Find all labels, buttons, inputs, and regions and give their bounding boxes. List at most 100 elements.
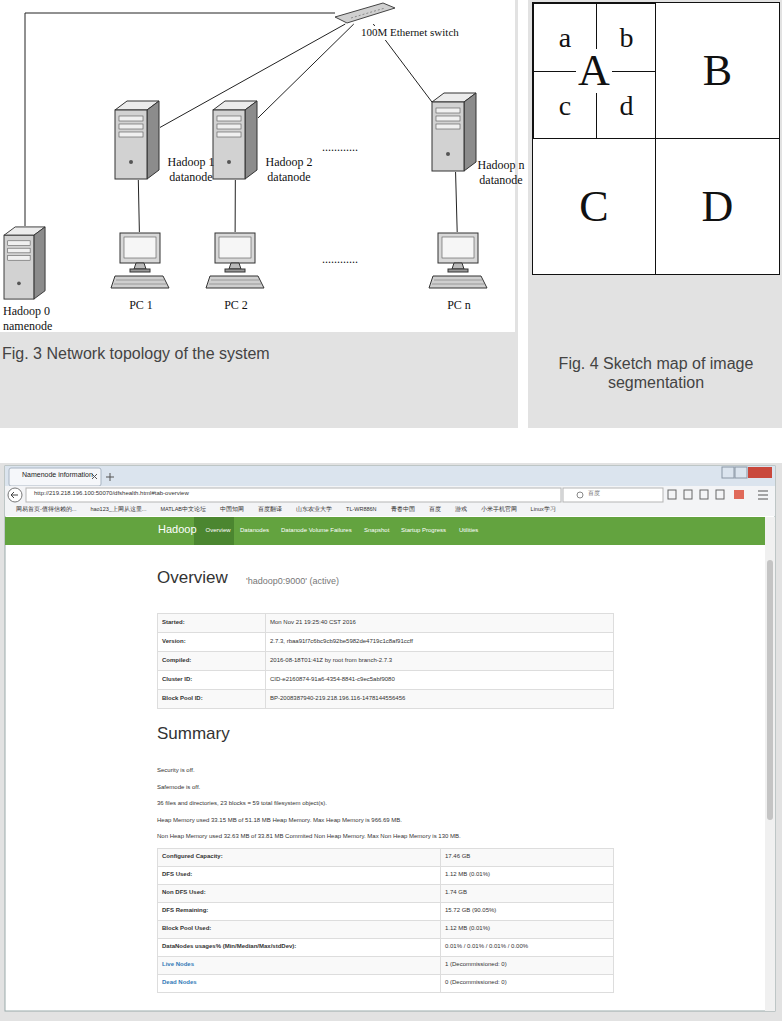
back-button xyxy=(8,488,22,502)
toolbar-icon xyxy=(684,490,692,499)
server-part xyxy=(245,101,257,179)
image-region: B xyxy=(655,2,780,139)
address-row xyxy=(5,486,775,504)
summary-line: 36 files and directories, 23 blocks = 59… xyxy=(157,800,327,807)
pc-part xyxy=(206,276,264,288)
pc-part xyxy=(124,237,156,258)
switch-part xyxy=(335,3,395,23)
region-letter: b xyxy=(618,24,636,52)
table-stripe xyxy=(158,690,613,708)
server-part xyxy=(213,110,245,179)
summary-line: Safemode is off. xyxy=(157,784,200,791)
namenode-server: Hadoop 0 namenode xyxy=(4,226,46,300)
datanode-server: Hadoop 2 datanode xyxy=(213,100,258,180)
table-key: Started: xyxy=(162,619,185,626)
ellipsis: ............ xyxy=(322,140,358,154)
window-button xyxy=(735,467,747,478)
info-table xyxy=(158,614,614,709)
region-letter: A xyxy=(576,49,612,93)
nav-bar xyxy=(5,517,765,545)
server-part xyxy=(432,102,464,171)
tab-title: Namenode information xyxy=(22,471,93,479)
server-part xyxy=(115,110,147,179)
table-value: 1.74 GB xyxy=(445,889,467,896)
table-value: 1.12 MB (0.01%) xyxy=(445,871,490,878)
status-text: 'hadoop0:9000' (active) xyxy=(246,576,339,587)
scrollbar xyxy=(765,517,775,1011)
network-link xyxy=(25,13,335,226)
url-text: http://219.218.196.100:50070/dfshealth.h… xyxy=(34,490,189,497)
region-letter: D xyxy=(700,185,736,229)
datanode-server: Hadoop 1 datanode xyxy=(115,100,160,180)
toolbar-icon xyxy=(668,490,676,499)
bookmark: 百度 xyxy=(429,506,441,513)
server-part xyxy=(119,132,143,137)
table-key: Block Pool Used: xyxy=(162,925,211,932)
table-stripe xyxy=(158,921,613,938)
node-label: PC n xyxy=(418,298,500,313)
search-field xyxy=(563,488,663,502)
server-icon xyxy=(4,226,46,300)
node-label: Hadoop 2 datanode xyxy=(257,155,321,185)
table-key: DFS Used: xyxy=(162,871,192,878)
server-part xyxy=(8,256,30,261)
pc-part xyxy=(229,263,241,269)
pc-part xyxy=(452,263,464,269)
image-region: C xyxy=(532,138,656,275)
network-link xyxy=(138,180,139,232)
pc-part xyxy=(134,263,146,269)
pc-part xyxy=(130,269,150,272)
region-letter: d xyxy=(618,92,636,120)
summary-line: Security is off. xyxy=(157,767,195,774)
pc-part xyxy=(209,280,261,284)
nav-item: Utilities xyxy=(459,527,478,534)
image-region: Aabcd xyxy=(532,2,656,139)
section-heading: Summary xyxy=(157,724,230,744)
table-key: Block Pool ID: xyxy=(162,695,203,702)
server-part xyxy=(436,116,460,121)
nav-item: Datanodes xyxy=(240,527,269,534)
bookmark: hao123_上网从这里... xyxy=(90,506,146,513)
table-value: 2016-08-18T01:41Z by root from branch-2.… xyxy=(270,657,392,664)
table-key: Compiled: xyxy=(162,657,191,664)
pc-part xyxy=(225,269,245,272)
server-part xyxy=(217,124,241,129)
switch-icon xyxy=(335,2,395,24)
pc-part xyxy=(215,233,255,263)
pc-part xyxy=(120,233,160,263)
image-region: D xyxy=(655,138,780,275)
menu-icon xyxy=(758,491,768,499)
table-value: 0 (Decommissioned: 0) xyxy=(445,979,507,986)
region-letter: B xyxy=(701,49,734,93)
window-close xyxy=(748,467,772,478)
bookmark: 中国知网 xyxy=(220,506,244,513)
nav-item: Overview xyxy=(206,527,231,534)
figure-ground xyxy=(0,0,515,332)
figure-caption: Fig. 3 Network topology of the system xyxy=(2,344,270,363)
network-link xyxy=(235,180,236,232)
pc-part xyxy=(438,233,478,263)
section-heading: Overview xyxy=(157,568,228,588)
server-part xyxy=(119,116,143,121)
client-pc: PC 2 xyxy=(205,232,265,292)
browser-window xyxy=(5,466,775,1011)
summary-table xyxy=(158,849,614,993)
search-hint: 百度 xyxy=(588,490,600,497)
toolbar-icon xyxy=(700,490,708,499)
figure-panel xyxy=(0,463,782,1021)
server-part xyxy=(464,93,476,171)
pc-icon xyxy=(110,232,170,292)
node-label: Hadoop n datanode xyxy=(470,158,532,188)
pc-part xyxy=(111,276,169,288)
ellipsis: ............ xyxy=(322,252,358,266)
back-arrow xyxy=(11,492,18,498)
server-part xyxy=(227,160,231,164)
table-stripe xyxy=(158,957,613,974)
bookmark: 青春中国 xyxy=(391,506,415,513)
server-part xyxy=(4,235,34,299)
table-value: 17.46 GB xyxy=(445,853,470,860)
node-label: 100M Ethernet switch xyxy=(360,26,460,40)
bookmarks-bar xyxy=(5,504,775,516)
table-key: DataNodes usages% (Min/Median/Max/stdDev… xyxy=(162,943,296,950)
